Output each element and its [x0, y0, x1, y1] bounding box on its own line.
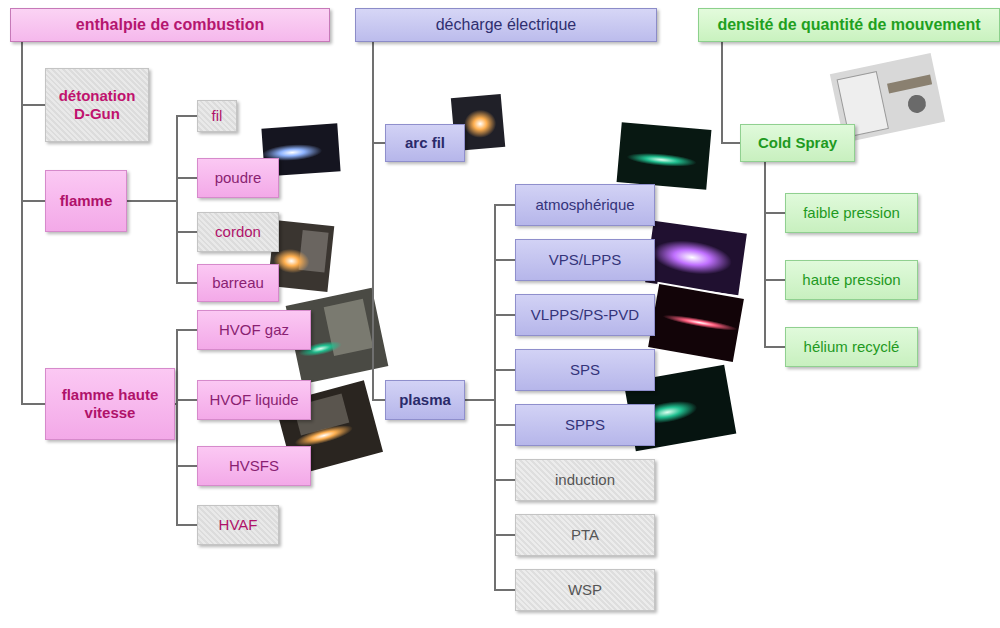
category-header: enthalpie de combustion	[10, 8, 330, 42]
tree-connector	[22, 42, 45, 105]
node-label: détonation D-Gun	[52, 87, 142, 123]
tree-connector	[465, 260, 515, 400]
node-label: flamme haute vitesse	[52, 386, 168, 422]
node-label: flamme	[60, 192, 113, 210]
category-header: densité de quantité de mouvement	[698, 8, 1000, 42]
process-box: poudre	[197, 158, 279, 198]
tree-connector	[22, 42, 45, 201]
tree-connector	[175, 400, 197, 404]
node-label: VLPPS/PS-PVD	[531, 306, 639, 324]
node-label: haute pression	[802, 271, 900, 289]
tree-connector	[22, 42, 45, 404]
tree-connector	[465, 400, 515, 425]
process-box: atmosphérique	[515, 184, 655, 226]
tree-connector	[465, 400, 515, 535]
process-box: VLPPS/PS-PVD	[515, 294, 655, 336]
node-label: SPS	[570, 361, 600, 379]
node-label: PTA	[571, 526, 599, 544]
node-label: arc fil	[405, 134, 445, 152]
node-label: barreau	[212, 274, 264, 292]
process-box: flamme haute vitesse	[45, 368, 175, 440]
tree-connector	[722, 42, 740, 143]
node-label: HVSFS	[229, 457, 279, 475]
tree-connector	[127, 178, 197, 201]
node-label: décharge électrique	[436, 15, 577, 34]
connector-layer	[22, 42, 785, 590]
node-label: hélium recyclé	[804, 338, 900, 356]
tree-connector	[127, 201, 197, 232]
node-label: fil	[212, 107, 223, 125]
tree-connector	[465, 370, 515, 400]
photo-plasma-atmospheric	[615, 121, 712, 191]
process-box: induction	[515, 459, 655, 501]
tree-connector	[765, 162, 785, 280]
tree-connector	[465, 400, 515, 590]
process-box: arc fil	[385, 124, 465, 162]
tree-connector	[127, 201, 197, 283]
node-label: HVOF liquide	[209, 391, 298, 409]
tree-connector	[373, 42, 385, 400]
node-label: HVOF gaz	[219, 321, 289, 339]
node-label: enthalpie de combustion	[76, 15, 264, 34]
process-box: hélium recyclé	[785, 327, 918, 367]
node-label: plasma	[399, 391, 451, 409]
node-label: Cold Spray	[758, 134, 837, 152]
process-box: WSP	[515, 569, 655, 611]
node-label: SPPS	[565, 416, 605, 434]
tree-connector	[175, 330, 197, 404]
category-header: décharge électrique	[355, 8, 657, 42]
node-label: WSP	[568, 581, 602, 599]
photo-plasma-vlpps	[647, 283, 745, 363]
process-box: flamme	[45, 170, 127, 232]
process-box: VPS/LPPS	[515, 239, 655, 281]
process-box: plasma	[385, 380, 465, 420]
node-label: VPS/LPPS	[549, 251, 622, 269]
node-label: cordon	[215, 223, 261, 241]
node-label: poudre	[215, 169, 262, 187]
process-box: Cold Spray	[740, 124, 855, 162]
tree-connector	[465, 205, 515, 400]
process-box: PTA	[515, 514, 655, 556]
process-box: fil	[197, 100, 237, 132]
node-label: atmosphérique	[535, 196, 634, 214]
process-box: SPPS	[515, 404, 655, 446]
node-label: HVAF	[219, 516, 258, 534]
process-box: barreau	[197, 264, 279, 302]
process-box: haute pression	[785, 260, 918, 300]
tree-connector	[175, 404, 197, 525]
node-label: faible pression	[803, 204, 900, 222]
process-box: faible pression	[785, 193, 918, 233]
process-box: HVOF liquide	[197, 380, 311, 420]
node-label: induction	[555, 471, 615, 489]
tree-connector	[465, 400, 515, 480]
tree-connector	[765, 162, 785, 347]
tree-connector	[765, 162, 785, 213]
process-box: SPS	[515, 349, 655, 391]
tree-connector	[175, 404, 197, 466]
node-label: densité de quantité de mouvement	[717, 15, 980, 34]
process-box: détonation D-Gun	[45, 68, 149, 142]
process-box: cordon	[197, 212, 279, 252]
tree-connector	[373, 42, 385, 143]
process-box: HVAF	[197, 505, 279, 545]
process-box: HVOF gaz	[197, 310, 311, 350]
process-box: HVSFS	[197, 446, 311, 486]
tree-connector	[465, 315, 515, 400]
